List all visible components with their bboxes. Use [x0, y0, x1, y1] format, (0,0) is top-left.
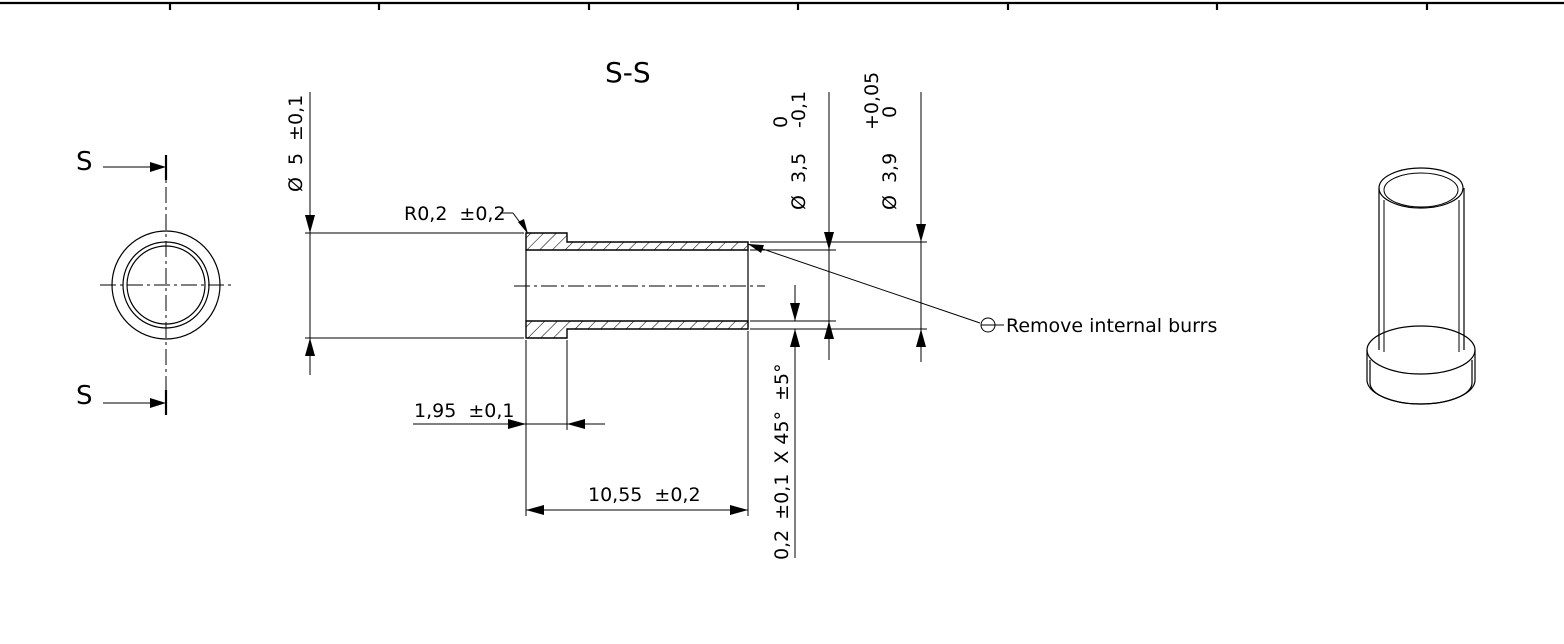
dim-bore-diameter: Ø 3,5 0 -0,1	[770, 91, 834, 360]
chamfer-angle-tol: ±5°	[771, 363, 793, 401]
tube-dia-value: 3,9	[879, 153, 901, 183]
flange-len-tol: ±0,1	[468, 400, 514, 422]
tube-dia-tol-lower: 0	[879, 106, 901, 118]
radius-value: R0,2	[404, 203, 447, 225]
radius-tol: ±0,2	[459, 203, 505, 225]
dim-radius: R0,2 ±0,2	[404, 203, 528, 234]
total-len-value: 10,55	[588, 484, 642, 506]
dim-tube-diameter: Ø 3,9 +0,05 0	[861, 72, 926, 362]
tube-dia-symbol: Ø	[879, 195, 901, 210]
tube-dia-tol-upper: +0,05	[861, 72, 883, 130]
dim-outer-diameter: Ø 5 ±0,1	[285, 92, 315, 375]
outer-dia-tol: ±0,1	[285, 95, 307, 141]
bore-dia-tol-upper: 0	[770, 116, 792, 128]
section-mark-bottom: S	[76, 381, 93, 411]
flange-len-value: 1,95	[414, 400, 456, 422]
svg-text:10,55±0,2: 10,55 ±0,2	[588, 484, 701, 506]
svg-text:1,95±0,1: 1,95 ±0,1	[414, 400, 514, 422]
isometric-view	[1366, 167, 1476, 405]
bore-dia-value: 3,5	[788, 153, 810, 183]
note-text: Remove internal burrs	[1006, 315, 1217, 337]
note-callout: Remove internal burrs	[747, 243, 1217, 337]
bore-dia-symbol: Ø	[788, 195, 810, 210]
dim-chamfer: 0,2 ±0,1 X 45° ±5°	[771, 285, 800, 560]
svg-text:Ø3,9: Ø 3,9	[879, 153, 901, 210]
total-len-tol: ±0,2	[654, 484, 700, 506]
chamfer-tol: ±0,1	[771, 474, 793, 520]
outer-dia-symbol: Ø	[285, 177, 307, 192]
end-view: S S	[76, 147, 233, 415]
svg-text:0,2±0,1X 45°±5°: 0,2 ±0,1 X 45° ±5°	[771, 363, 793, 560]
chamfer-angle: X 45°	[771, 411, 793, 464]
svg-text:R0,2±0,2: R0,2 ±0,2	[404, 203, 506, 225]
dim-total-length: 10,55 ±0,2	[526, 484, 748, 515]
section-mark-top: S	[76, 147, 93, 177]
outer-dia-value: 5	[285, 153, 307, 165]
sheet-border-top	[0, 1, 1564, 10]
chamfer-value: 0,2	[771, 530, 793, 560]
section-title: S-S	[605, 56, 651, 89]
section-view: S-S	[305, 56, 927, 516]
bore-dia-tol-lower: -0,1	[788, 91, 810, 128]
dim-flange-length: 1,95 ±0,1	[413, 400, 605, 429]
svg-text:Ø5±0,1: Ø 5 ±0,1	[285, 95, 307, 192]
svg-text:Ø3,5: Ø 3,5	[788, 153, 810, 210]
